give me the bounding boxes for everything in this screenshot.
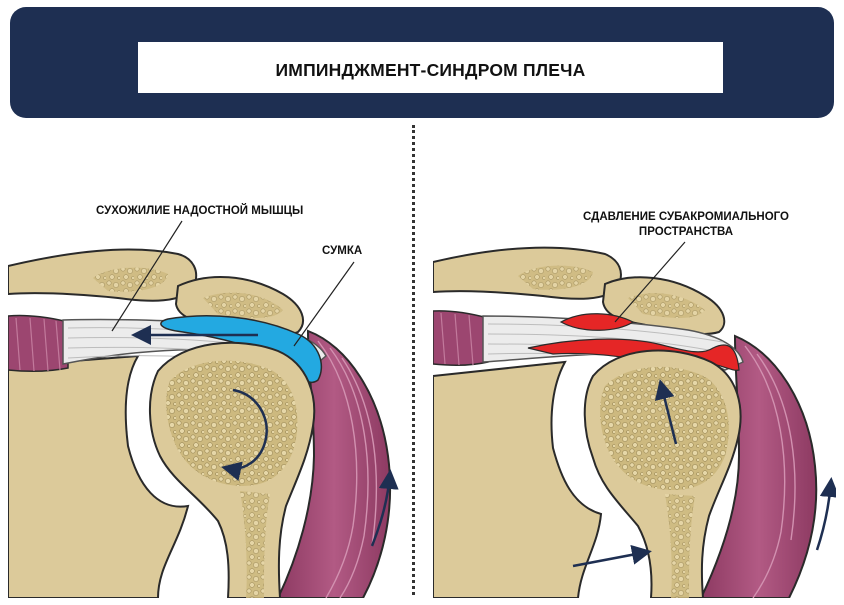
compression-label-line1: СДАВЛЕНИЕ СУБАКРОМИАЛЬНОГО	[583, 211, 789, 223]
panel-divider	[412, 125, 415, 595]
compression-label: СДАВЛЕНИЕ СУБАКРОМИАЛЬНОГО ПРОСТРАНСТВА	[583, 210, 789, 240]
upward-force-arrow	[654, 379, 678, 445]
lateral-force-arrow	[572, 544, 652, 568]
arm-lift-arrow	[815, 477, 836, 551]
impingement-shoulder-panel	[433, 126, 836, 598]
title-box: ИМПИНДЖМЕНТ-СИНДРОМ ПЛЕЧА	[138, 42, 723, 93]
inflamed-bursa-top	[559, 313, 635, 331]
bursa-leader-line	[293, 261, 355, 347]
normal-shoulder-panel	[8, 126, 404, 598]
header-banner: ИМПИНДЖМЕНТ-СИНДРОМ ПЛЕЧА	[10, 7, 834, 118]
compression-leader-line	[614, 241, 686, 323]
supraspinatus-muscle-left	[8, 314, 69, 373]
rotation-arrow	[221, 388, 268, 482]
scapula	[8, 354, 190, 598]
normal-shoulder-illustration	[8, 220, 399, 598]
page-title: ИМПИНДЖМЕНТ-СИНДРОМ ПЛЕЧА	[275, 60, 586, 80]
compression-label-line2: ПРОСТРАНСТВА	[638, 226, 734, 238]
bursa-label: СУМКА	[322, 245, 363, 257]
arm-lift-arrow	[370, 469, 399, 547]
tendon-label: СУХОЖИЛИЕ НАДОСТНОЙ МЫШЦЫ	[96, 205, 304, 217]
tendon-leader-line	[111, 220, 183, 332]
impingement-shoulder-illustration	[433, 241, 836, 598]
scapula	[433, 360, 603, 598]
